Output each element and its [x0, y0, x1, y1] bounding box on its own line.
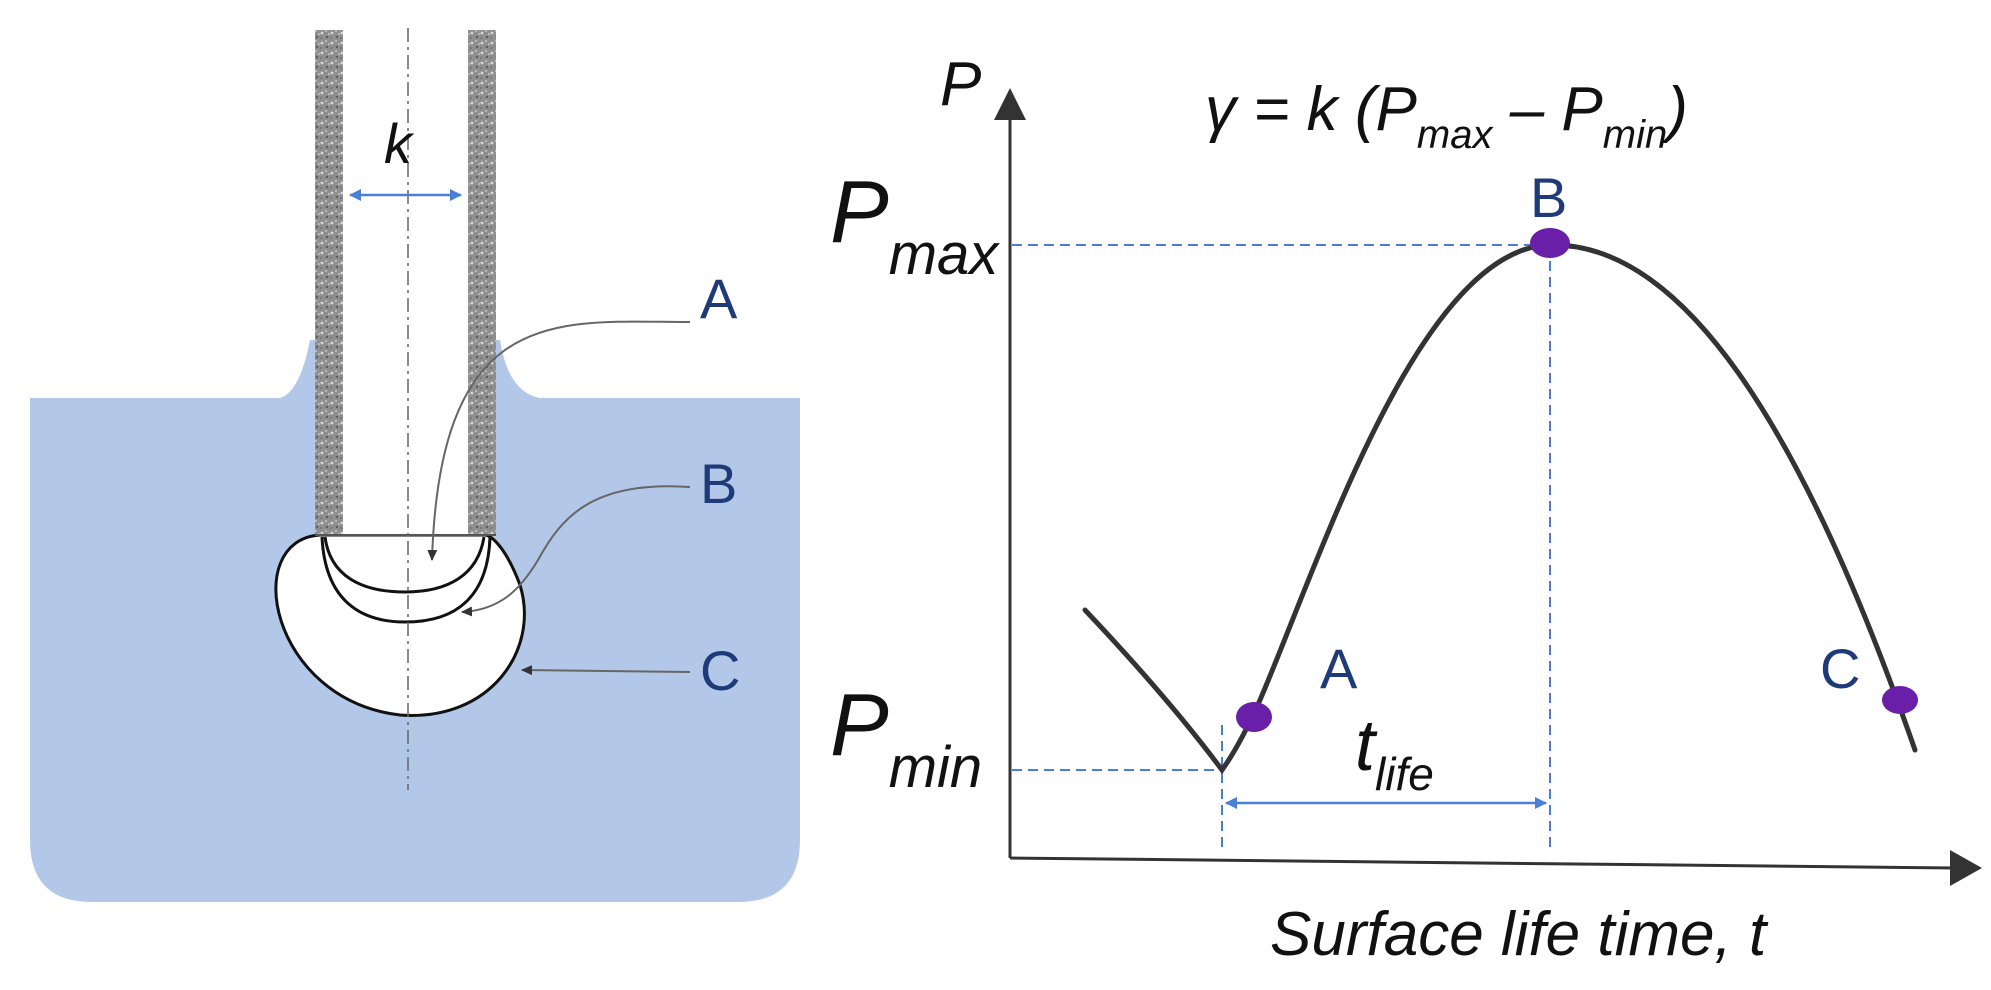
point-label-b: B	[1530, 166, 1567, 229]
bubble-capillary-diagram: k A B C	[30, 28, 800, 902]
x-axis	[1009, 856, 1956, 870]
tlife-label: tlife	[1355, 706, 1434, 800]
point-c	[1882, 686, 1918, 714]
leader-b	[461, 485, 691, 617]
capillary-wall-left	[315, 30, 343, 535]
capillary-bore	[343, 30, 468, 535]
pressure-plot: A B C P γ = k (Pmax – Pmin) Pmax Pmin tl…	[830, 50, 1982, 969]
bubble-outline-a	[323, 536, 486, 594]
bubble-outline-b	[320, 536, 492, 624]
y-axis-arrowhead	[994, 88, 1026, 120]
point-a	[1236, 702, 1272, 732]
x-axis-label: Surface life time, t	[1270, 900, 1769, 969]
point-label-c: C	[1820, 637, 1860, 700]
y-axis-label: P	[940, 50, 981, 119]
pmax-label: Pmax	[830, 162, 1000, 287]
stage-label-a: A	[700, 267, 738, 330]
leader-a	[427, 320, 691, 561]
bubble-outline-c	[274, 533, 526, 717]
pressure-curve	[1082, 242, 1918, 775]
stage-label-c: C	[700, 639, 740, 702]
stage-label-b: B	[700, 452, 737, 515]
formula: γ = k (Pmax – Pmin)	[1205, 75, 1688, 157]
point-label-a: A	[1320, 637, 1358, 700]
gap-label-k: k	[384, 112, 415, 175]
pmin-label: Pmin	[830, 675, 982, 800]
capillary-wall-right	[468, 30, 496, 535]
leader-c	[521, 665, 691, 676]
x-axis-arrowhead	[1950, 850, 1982, 886]
point-b	[1530, 228, 1570, 258]
